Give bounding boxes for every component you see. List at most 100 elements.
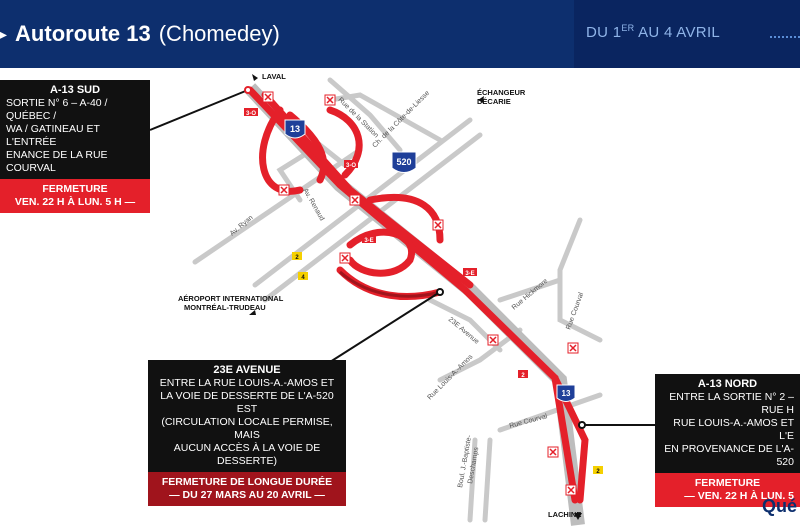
street-courval-north: [557, 217, 603, 343]
a13-nord-line1: ENTRE LA SORTIE N° 2 – RUE H: [669, 391, 794, 416]
chevron-right-icon: ▸: [0, 23, 8, 44]
a13-sud-heading: A-13 SUD: [49, 84, 101, 96]
shield-520-icon: 520: [391, 151, 417, 173]
label-decarie: DÉCARIE: [477, 97, 511, 106]
exit-2c-bg: [593, 466, 603, 474]
label-ch-cote: Ch. de la Côte-de-Liesse: [371, 90, 431, 150]
arrow-laval-icon: [252, 74, 258, 81]
exit-2: 2: [295, 255, 299, 261]
a13-nord-closure-label: FERMETURE: [694, 477, 761, 489]
shield-520-text: 520: [396, 157, 411, 167]
closure-box-23e-info: 23E AVENUE ENTRE LA RUE LOUIS-A.-AMOS ET…: [148, 360, 346, 472]
a13-sud-line2: WA / GATINEAU ET L'ENTRÉE: [6, 123, 100, 148]
23e-line4: AUCUN ACCÈS À LA VOIE DE DESSERTE): [173, 442, 321, 467]
callout-sud-dot: [244, 86, 252, 94]
decorative-dots: [770, 36, 800, 38]
arrow-decarie-icon: [478, 96, 484, 103]
shield-13b-icon: 13: [556, 384, 576, 402]
date-range: DU 1ER AU 4 AVRIL: [586, 23, 720, 41]
date-suffix: AU 4 AVRIL: [634, 24, 721, 41]
exit-3e-b-bg: [463, 268, 477, 276]
street-louis-amos: [437, 327, 523, 383]
road-map: 13 520 13 3-O 3-O 3-E 3-E 2 4 2 2 Rue de…: [149, 74, 660, 526]
arrow-aeroport-icon: [249, 310, 256, 315]
exit-3e-a-bg: [362, 235, 376, 243]
shield-13-text: 13: [290, 124, 300, 134]
closure-box-a13-nord: A-13 NORD ENTRE LA SORTIE N° 2 – RUE H R…: [655, 374, 800, 507]
closure-box-23e-time: FERMETURE DE LONGUE DURÉE — DU 27 MARS A…: [148, 472, 346, 506]
label-rue-courval-n: Rue Courval: [565, 291, 585, 330]
street-cote-ramp: [327, 92, 443, 143]
date-prefix: DU 1: [586, 24, 622, 41]
exit-3e-b: 3-E: [465, 271, 474, 277]
shield-13-icon: 13: [284, 119, 306, 139]
callout-23e-dot: [436, 288, 444, 296]
closure-box-a13-sud-info: A-13 SUD SORTIE N° 6 – A-40 / QUÉBEC / W…: [0, 80, 150, 179]
long-term-closure: [339, 270, 441, 298]
title-area: (Chomedey): [158, 21, 280, 46]
exit-4: 4: [301, 275, 305, 281]
street-courval-south: [497, 392, 603, 433]
street-av-renaud: [276, 141, 348, 203]
exit-3o-b-bg: [344, 160, 358, 168]
arrow-lachine-icon: [574, 513, 582, 520]
street-station: [327, 77, 403, 153]
closure-box-a13-nord-info: A-13 NORD ENTRE LA SORTIE N° 2 – RUE H R…: [655, 374, 800, 473]
street-boul-jb: [467, 437, 478, 523]
23e-line3: (CIRCULATION LOCALE PERMISE, MAIS: [161, 416, 333, 441]
closed-a13-main: [246, 86, 579, 504]
label-aeroport-1: AÉROPORT INTERNATIONAL: [178, 294, 284, 303]
closed-loop-east: [366, 193, 444, 244]
exit-2b: 2: [521, 373, 525, 379]
street-boul-jb-2: [482, 437, 493, 523]
closure-box-a13-sud: A-13 SUD SORTIE N° 6 – A-40 / QUÉBEC / W…: [0, 80, 150, 213]
label-lachine: LACHINE: [548, 510, 582, 519]
callout-sud-line: [149, 89, 249, 131]
23e-heading: 23E AVENUE: [213, 364, 281, 376]
exit-2b-bg: [518, 370, 528, 378]
label-aeroport-2: MONTRÉAL-TRUDEAU: [184, 303, 266, 312]
callout-lines: [149, 86, 660, 429]
label-laval: LAVAL: [262, 72, 286, 81]
a13-sud-line3: ENANCE DE LA RUE COURVAL: [6, 149, 108, 174]
label-23e-avenue: 23E Avenue: [447, 316, 480, 346]
closure-box-23e-avenue: 23E AVENUE ENTRE LA RUE LOUIS-A.-AMOS ET…: [148, 360, 346, 506]
exit-3o-b: 3-O: [346, 163, 356, 169]
a13-sud-closure-label: FERMETURE: [42, 183, 108, 195]
closure-markers: [262, 91, 579, 496]
23e-closure-time: — DU 27 MARS AU 20 AVRIL —: [169, 489, 325, 501]
header-date-panel: [574, 0, 800, 68]
date-sup: ER: [621, 23, 635, 33]
label-echangeur: ÉCHANGEUR: [477, 88, 526, 97]
street-hickmore: [497, 277, 563, 303]
23e-closure-label: FERMETURE DE LONGUE DURÉE: [161, 476, 333, 488]
exit-2-bg: [292, 252, 302, 260]
label-rue-courval-s: Rue Courval: [509, 413, 549, 430]
page-title: ▸ Autoroute 13 (Chomedey): [0, 18, 280, 50]
callout-23e-line: [329, 291, 441, 363]
exit-3o-a-bg: [244, 108, 258, 116]
exit-4-bg: [298, 272, 308, 280]
23e-line1: ENTRE LA RUE LOUIS-A.-AMOS ET: [159, 377, 335, 389]
title-highway: Autoroute 13: [15, 21, 151, 46]
a13-nord-heading: A-13 NORD: [697, 378, 758, 390]
exit-2c: 2: [596, 469, 600, 475]
label-rue-louis: Rue Louis-A.-Amos: [426, 353, 474, 401]
direction-arrows: [249, 74, 582, 520]
exit-tags: 3-O 3-O 3-E 3-E 2 4 2 2: [244, 108, 603, 475]
label-av-renaud: Av. Renaud: [301, 188, 325, 223]
23e-line2: LA VOIE DE DESSERTE DE L'A-520 EST: [160, 390, 334, 415]
closure-box-a13-nord-time: FERMETURE — VEN. 22 H À LUN. 5: [655, 473, 800, 507]
a13-nord-closure-time: — VEN. 22 H À LUN. 5: [684, 490, 794, 502]
a13-sud-closure-time: VEN. 22 H À LUN. 5 H —: [14, 196, 136, 208]
a13-nord-line2: RUE LOUIS-A.-AMOS ET L'E: [673, 417, 794, 442]
callout-nord-dot: [578, 421, 586, 429]
closed-loop-south: [346, 228, 416, 277]
a13-nord-line3: EN PROVENANCE DE L'A-520: [664, 443, 794, 468]
exit-3e-a: 3-E: [364, 238, 373, 244]
closure-box-a13-sud-time: FERMETURE VEN. 22 H À LUN. 5 H —: [0, 179, 150, 213]
a13-sud-line1: SORTIE N° 6 – A-40 / QUÉBEC /: [6, 97, 108, 122]
exit-3o-a: 3-O: [246, 111, 256, 117]
shield-13b-text: 13: [562, 389, 571, 398]
brand-logo: Qué: [762, 496, 798, 516]
